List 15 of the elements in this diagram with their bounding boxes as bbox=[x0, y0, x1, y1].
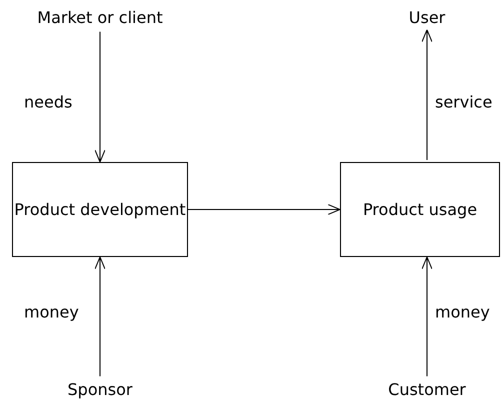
node-label: Sponsor bbox=[66, 378, 134, 402]
edge-label: service bbox=[435, 92, 492, 112]
edge-label: money bbox=[435, 302, 490, 322]
process-box: Product development bbox=[12, 162, 188, 257]
arrow bbox=[422, 256, 432, 377]
process-box: Product usage bbox=[340, 162, 500, 257]
edge-label: money bbox=[24, 302, 79, 322]
node-label: User bbox=[406, 6, 448, 30]
arrow bbox=[94, 256, 106, 377]
arrow bbox=[94, 31, 106, 162]
node-label: Market or client bbox=[35, 6, 165, 30]
arrow bbox=[422, 29, 432, 160]
edge-label: needs bbox=[24, 92, 72, 112]
node-label: Customer bbox=[386, 378, 468, 402]
arrow bbox=[188, 204, 340, 215]
